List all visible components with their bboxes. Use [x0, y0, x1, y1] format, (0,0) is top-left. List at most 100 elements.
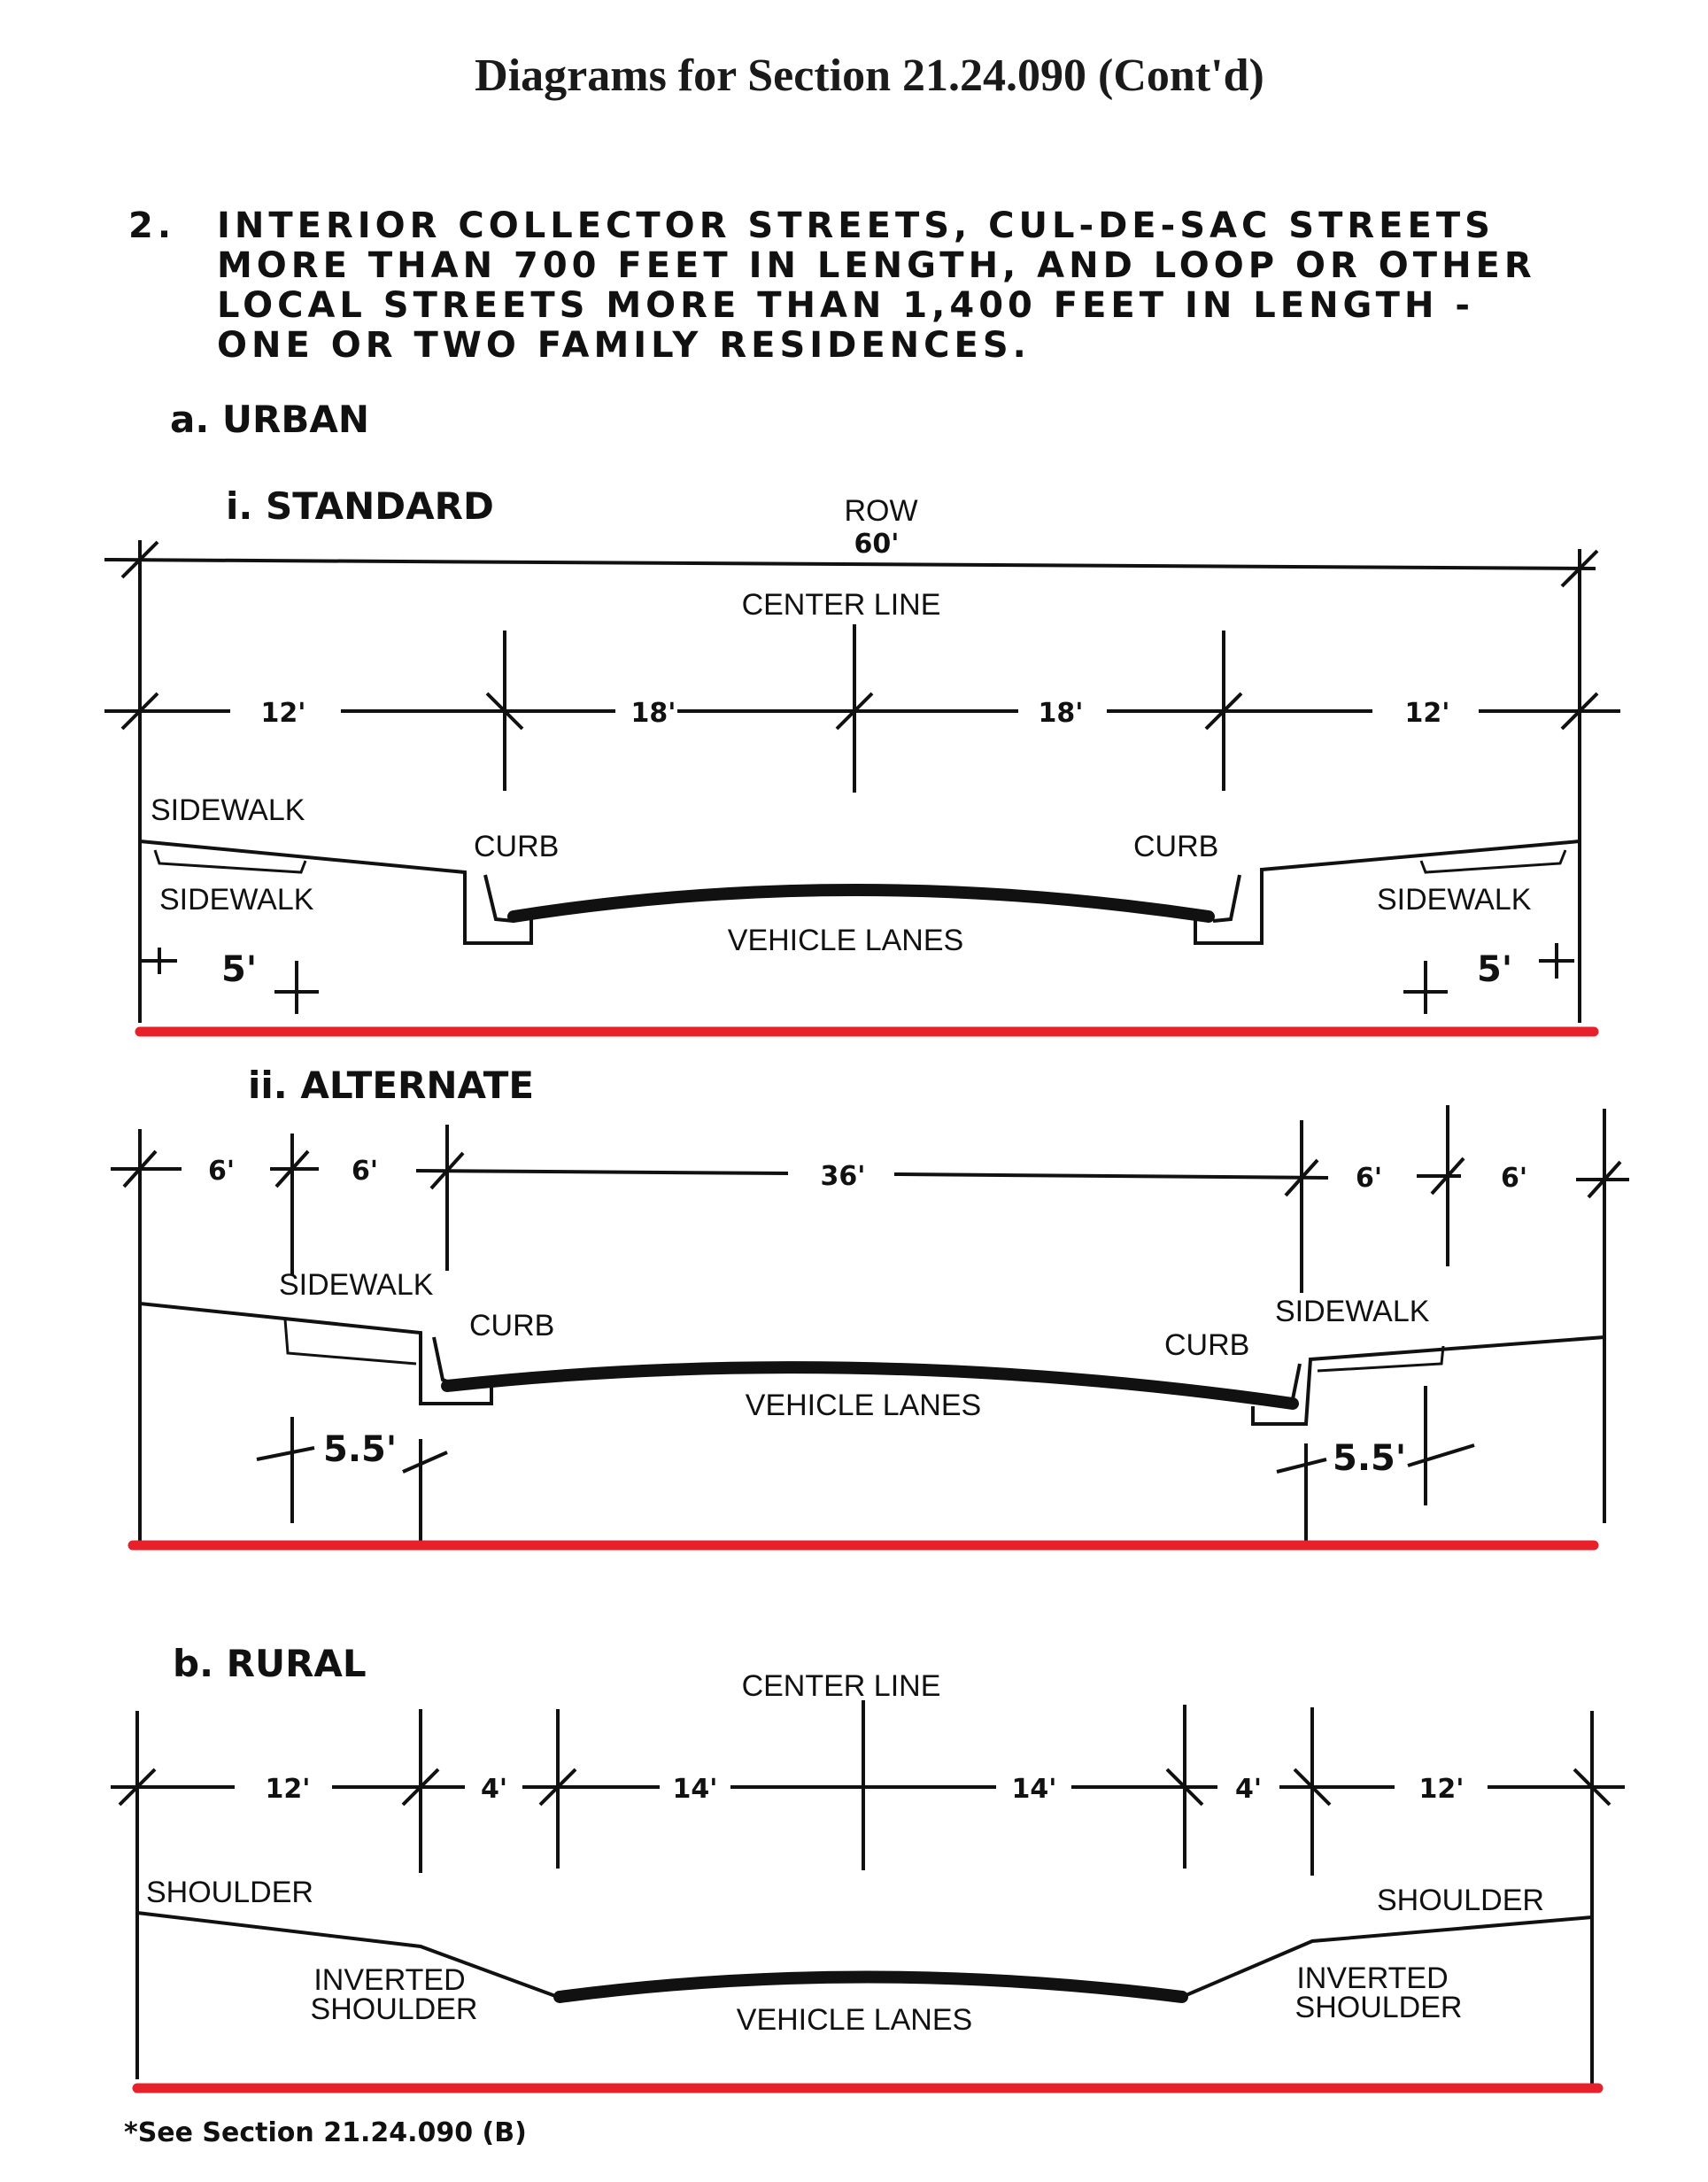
- dim-label-3: 18': [1039, 698, 1084, 729]
- right-curb-inner: [1212, 874, 1241, 923]
- left-sidewalk-slab: [153, 849, 307, 874]
- alt-walk-marker-left-b-h: [402, 1451, 448, 1474]
- alt-walk-left-dim: 5.5': [323, 1429, 397, 1470]
- rural-dim-label-3: 14': [673, 1774, 718, 1805]
- center-line-label: CENTER LINE: [742, 588, 941, 622]
- standard-heading: i. STANDARD: [226, 484, 494, 528]
- alt-vehicle-lanes-pavement: [441, 1361, 1299, 1410]
- alt-tick-3: [429, 1151, 465, 1190]
- walk-left-dim: 5': [221, 949, 257, 990]
- rural-dim-label-4: 14': [1012, 1774, 1057, 1805]
- alt-tick-4: [1284, 1158, 1319, 1197]
- row-tick-right: [1560, 549, 1599, 588]
- alt-right-sidewalk-slab: [1317, 1345, 1445, 1373]
- intro-line-3: LOCAL STREETS MORE THAN 1,400 FEET IN LE…: [217, 285, 1474, 326]
- row-dimension-line: [104, 558, 1596, 570]
- alt-tick-6: [1587, 1160, 1622, 1199]
- curb-left-label: CURB: [474, 830, 559, 863]
- tick-5: [1560, 692, 1599, 731]
- tick-4: [1204, 692, 1243, 731]
- alt-walk-right-dim: 5.5': [1333, 1438, 1406, 1479]
- rural-dim-label-6: 12': [1419, 1774, 1465, 1805]
- rural-dim-label-1: 12': [266, 1774, 311, 1805]
- alt-tick-1: [122, 1149, 158, 1188]
- dim-label-4: 12': [1405, 698, 1450, 729]
- rural-inverted-left-line-2: SHOULDER: [311, 1992, 478, 2026]
- alt-left-profile: [139, 1302, 493, 1405]
- intro-line-4: ONE OR TWO FAMILY RESIDENCES.: [217, 325, 1031, 366]
- footnote: *See Section 21.24.090 (B): [124, 2117, 527, 2148]
- left-sidewalk-curb-profile: [139, 840, 533, 945]
- rural-shoulder-right-label: SHOULDER: [1377, 1884, 1544, 1917]
- rural-dim-label-5: 4': [1235, 1774, 1262, 1805]
- rural-tick-1: [118, 1768, 157, 1807]
- dim-label-1: 12': [261, 698, 306, 729]
- alt-sidewalk-right-label: SIDEWALK: [1275, 1295, 1430, 1328]
- intro-line-1: INTERIOR COLLECTOR STREETS, CUL-DE-SAC S…: [217, 205, 1495, 246]
- rural-tick-4: [1165, 1768, 1204, 1807]
- right-sidewalk-slab: [1419, 849, 1567, 874]
- rural-section: b. RURAL CENTER LINE 12' 4' 14' 14' 4' 1…: [111, 1642, 1625, 2093]
- alt-dim-label-4: 6': [1356, 1163, 1382, 1194]
- curb-right-label: CURB: [1133, 830, 1218, 863]
- alt-curb-left-label: CURB: [469, 1309, 554, 1342]
- vehicle-lanes-pavement: [507, 884, 1215, 923]
- sidewalk-top-label: SIDEWALK: [151, 793, 305, 827]
- row-label: ROW: [844, 494, 917, 528]
- alt-dim-seg-4: [893, 1172, 1329, 1180]
- rural-vehicle-lanes-label: VEHICLE LANES: [737, 2003, 972, 2037]
- alt-right-curb-inner: [1283, 1363, 1302, 1405]
- tick-3: [835, 692, 874, 731]
- alt-dim-seg-3: [415, 1169, 789, 1175]
- alt-sidewalk-left-label: SIDEWALK: [279, 1268, 434, 1302]
- alt-dim-label-5: 6': [1501, 1163, 1527, 1194]
- alternate-heading: ii. ALTERNATE: [248, 1064, 534, 1107]
- standard-section: i. STANDARD ROW 60' CENTER LINE 12' 18' …: [104, 484, 1620, 1037]
- alt-tick-5: [1430, 1157, 1465, 1195]
- row-value: 60': [854, 529, 900, 560]
- sidewalk-left-label: SIDEWALK: [159, 883, 314, 917]
- sidewalk-right-label: SIDEWALK: [1377, 883, 1532, 917]
- right-sidewalk-curb-profile: [1194, 840, 1580, 945]
- alt-walk-marker-right-a-h: [1276, 1458, 1327, 1474]
- page-title: Diagrams for Section 21.24.090 (Cont'd): [475, 50, 1264, 101]
- rural-inverted-right-line-2: SHOULDER: [1295, 1991, 1463, 2024]
- tick-1: [120, 692, 159, 731]
- alternate-section: ii. ALTERNATE 6' 6' 36' 6' 6' SIDEWALK C…: [111, 1064, 1629, 1551]
- walk-right-dim: 5': [1477, 949, 1512, 990]
- rural-tick-5: [1293, 1768, 1332, 1807]
- alt-walk-marker-right-b-h: [1407, 1443, 1475, 1467]
- vehicle-lanes-label: VEHICLE LANES: [728, 924, 963, 957]
- rural-tick-6: [1573, 1768, 1611, 1807]
- left-curb-inner: [483, 874, 514, 923]
- intro-line-2: MORE THAN 700 FEET IN LENGTH, AND LOOP O…: [217, 245, 1536, 286]
- dim-label-2: 18': [631, 698, 676, 729]
- alt-tick-2: [274, 1149, 310, 1188]
- alt-dim-label-2: 6': [352, 1156, 378, 1187]
- rural-inverted-left-line-1: INVERTED: [313, 1963, 465, 1997]
- rural-vehicle-lanes-pavement: [553, 1970, 1188, 2003]
- alt-walk-marker-left-a-h: [256, 1446, 315, 1461]
- alt-dim-label-3: 36': [821, 1161, 866, 1192]
- rural-inverted-right-line-1: INVERTED: [1296, 1961, 1448, 1995]
- alt-right-profile: [1251, 1335, 1605, 1426]
- tick-2: [485, 692, 524, 731]
- alt-vehicle-lanes-label: VEHICLE LANES: [746, 1389, 981, 1422]
- urban-heading: a. URBAN: [170, 398, 369, 441]
- rural-shoulder-left-label: SHOULDER: [146, 1876, 313, 1909]
- alt-curb-right-label: CURB: [1164, 1328, 1249, 1362]
- intro-number: 2.: [128, 205, 175, 246]
- rural-right-shoulder-profile: [1181, 1915, 1593, 1999]
- rural-heading: b. RURAL: [173, 1642, 367, 1685]
- rural-tick-2: [401, 1768, 440, 1807]
- rural-center-line-label: CENTER LINE: [742, 1669, 941, 1703]
- alt-left-sidewalk-slab: [283, 1319, 417, 1366]
- alt-left-curb-inner: [432, 1336, 452, 1385]
- alt-dim-label-1: 6': [208, 1156, 235, 1187]
- rural-dim-label-2: 4': [481, 1774, 507, 1805]
- row-tick-left: [120, 540, 159, 579]
- rural-left-shoulder-profile: [136, 1911, 559, 1999]
- rural-tick-3: [538, 1768, 577, 1807]
